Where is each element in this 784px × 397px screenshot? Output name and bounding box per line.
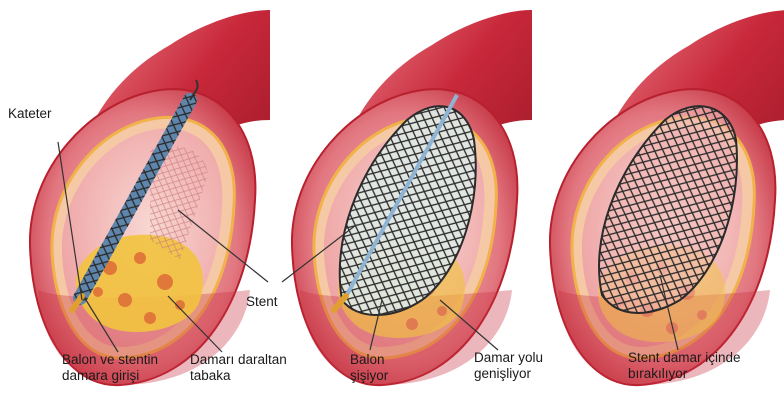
label-kateter: Kateter — [8, 106, 52, 122]
label-balon-sisiyor-line2: şişiyor — [350, 368, 388, 384]
label-damar-yolu-line2: genişliyor — [474, 366, 543, 382]
label-daraltan-line2: tabaka — [190, 368, 287, 384]
panel-3-stent-left — [550, 10, 784, 385]
label-kateter-text: Kateter — [8, 106, 52, 122]
label-daraltan: Damarı daraltan tabaka — [190, 352, 287, 384]
panel-2-inflation — [292, 10, 532, 385]
label-daraltan-line1: Damarı daraltan — [190, 352, 287, 368]
label-damar-yolu: Damar yolu genişliyor — [474, 350, 543, 382]
label-balon-sisiyor-line1: Balon — [350, 352, 388, 368]
label-stent-birakiliyor-line1: Stent damar içinde — [628, 350, 741, 366]
label-stent-birakiliyor: Stent damar içinde bırakılıyor — [628, 350, 741, 382]
label-damar-yolu-line1: Damar yolu — [474, 350, 543, 366]
label-balon-sisiyor: Balon şişiyor — [350, 352, 388, 384]
label-balon-giris-line1: Balon ve stentin — [62, 352, 158, 368]
label-balon-giris: Balon ve stentin damara girişi — [62, 352, 158, 384]
label-stent-text: Stent — [246, 294, 278, 310]
label-balon-giris-line2: damara girişi — [62, 368, 158, 384]
label-stent: Stent — [246, 294, 278, 310]
label-stent-birakiliyor-line2: bırakılıyor — [628, 366, 741, 382]
